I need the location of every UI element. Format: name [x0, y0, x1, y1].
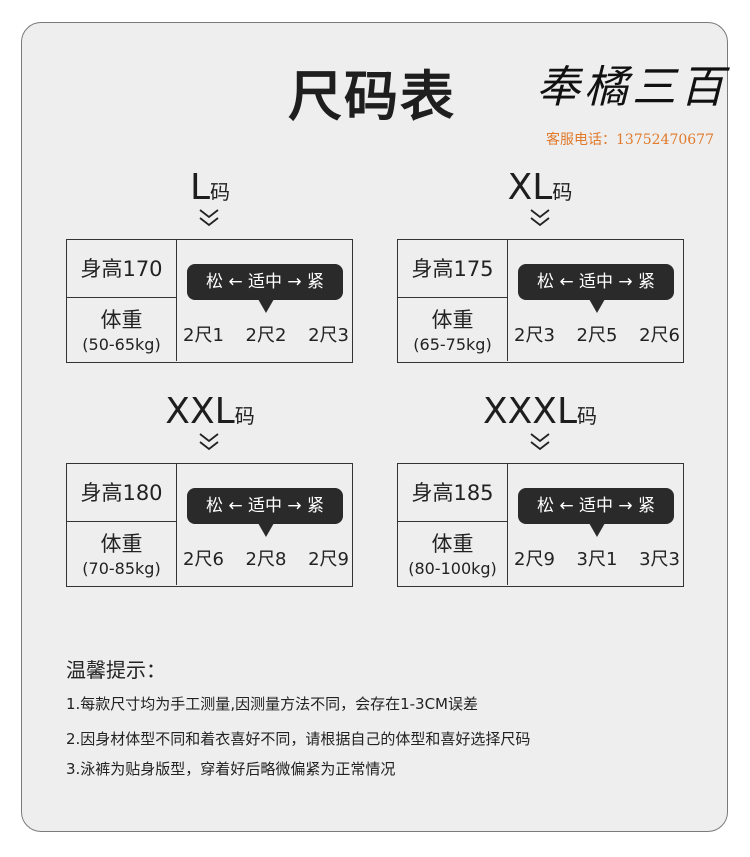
weight-range: (70-85kg) — [82, 559, 161, 578]
double-chevron-down-icon — [194, 208, 224, 228]
size-suffix: 码 — [552, 180, 573, 204]
bubble-pointer — [589, 299, 605, 313]
waist-value: 3尺1 — [576, 549, 618, 570]
height-cell: 身高180 — [67, 464, 177, 522]
size-heading-xxl: XXL码 — [110, 392, 310, 438]
tip-item: 2.因身材体型不同和着衣喜好不同，请根据自己的体型和喜好选择尺码 — [66, 730, 531, 748]
size-suffix: 码 — [234, 404, 255, 428]
waist-value: 2尺8 — [245, 549, 287, 570]
waist-value: 2尺9 — [308, 549, 349, 570]
weight-range: (65-75kg) — [413, 335, 492, 354]
tips-title: 温馨提示： — [66, 658, 166, 682]
size-name: XXL — [165, 391, 235, 432]
double-chevron-down-icon — [194, 432, 224, 452]
bubble-pointer — [258, 523, 274, 537]
weight-cell: 体重 (65-75kg) — [398, 298, 508, 361]
height-cell: 身高175 — [398, 240, 508, 298]
tip-item: 1.每款尺寸均为手工测量,因测量方法不同，会存在1-3CM误差 — [66, 695, 478, 713]
size-table-xxxl: 身高185 体重 (80-100kg) 松 ← 适中 → 紧 2尺9 3尺1 3… — [397, 463, 684, 587]
contact-phone: 客服电话：13752470677 — [546, 132, 714, 148]
fit-scale-bubble: 松 ← 适中 → 紧 — [187, 488, 343, 524]
waist-value: 2尺5 — [576, 325, 618, 346]
weight-cell: 体重 (80-100kg) — [398, 522, 508, 585]
size-heading-xxxl: XXXL码 — [440, 392, 640, 438]
waist-value: 2尺1 — [183, 325, 224, 346]
waist-values: 2尺6 2尺8 2尺9 — [183, 548, 349, 572]
height-cell: 身高170 — [67, 240, 177, 298]
size-name: XXXL — [482, 391, 578, 432]
double-chevron-down-icon — [525, 208, 555, 228]
waist-value: 2尺2 — [245, 325, 287, 346]
weight-label: 体重 — [100, 532, 143, 556]
waist-values: 2尺3 2尺5 2尺6 — [514, 324, 680, 348]
double-chevron-down-icon — [525, 432, 555, 452]
weight-cell: 体重 (50-65kg) — [67, 298, 177, 361]
waist-values: 2尺1 2尺2 2尺3 — [183, 324, 349, 348]
size-name: XL — [507, 167, 553, 208]
waist-value: 2尺6 — [183, 549, 224, 570]
waist-value: 2尺6 — [639, 325, 680, 346]
size-name: L — [189, 167, 211, 208]
size-table-l: 身高170 体重 (50-65kg) 松 ← 适中 → 紧 2尺1 2尺2 2尺… — [66, 239, 353, 363]
bubble-pointer — [258, 299, 274, 313]
size-chart-card — [21, 22, 728, 832]
brand-logo: 奉橘三百 — [536, 62, 728, 113]
weight-label: 体重 — [431, 532, 474, 556]
page-title: 尺码表 — [288, 65, 456, 128]
fit-scale-bubble: 松 ← 适中 → 紧 — [518, 488, 674, 524]
size-table-xl: 身高175 体重 (65-75kg) 松 ← 适中 → 紧 2尺3 2尺5 2尺… — [397, 239, 684, 363]
weight-range: (50-65kg) — [82, 335, 161, 354]
size-heading-l: L码 — [110, 168, 310, 214]
tip-item: 3.泳裤为贴身版型，穿着好后略微偏紧为正常情况 — [66, 760, 396, 778]
size-table-xxl: 身高180 体重 (70-85kg) 松 ← 适中 → 紧 2尺6 2尺8 2尺… — [66, 463, 353, 587]
waist-value: 2尺3 — [308, 325, 349, 346]
weight-range: (80-100kg) — [408, 559, 497, 578]
weight-label: 体重 — [431, 308, 474, 332]
waist-value: 3尺3 — [639, 549, 680, 570]
weight-label: 体重 — [100, 308, 143, 332]
weight-cell: 体重 (70-85kg) — [67, 522, 177, 585]
bubble-pointer — [589, 523, 605, 537]
size-suffix: 码 — [210, 180, 231, 204]
fit-scale-bubble: 松 ← 适中 → 紧 — [518, 264, 674, 300]
waist-value: 2尺3 — [514, 325, 555, 346]
height-cell: 身高185 — [398, 464, 508, 522]
waist-values: 2尺9 3尺1 3尺3 — [514, 548, 680, 572]
waist-value: 2尺9 — [514, 549, 555, 570]
size-suffix: 码 — [577, 404, 598, 428]
size-heading-xl: XL码 — [440, 168, 640, 214]
fit-scale-bubble: 松 ← 适中 → 紧 — [187, 264, 343, 300]
